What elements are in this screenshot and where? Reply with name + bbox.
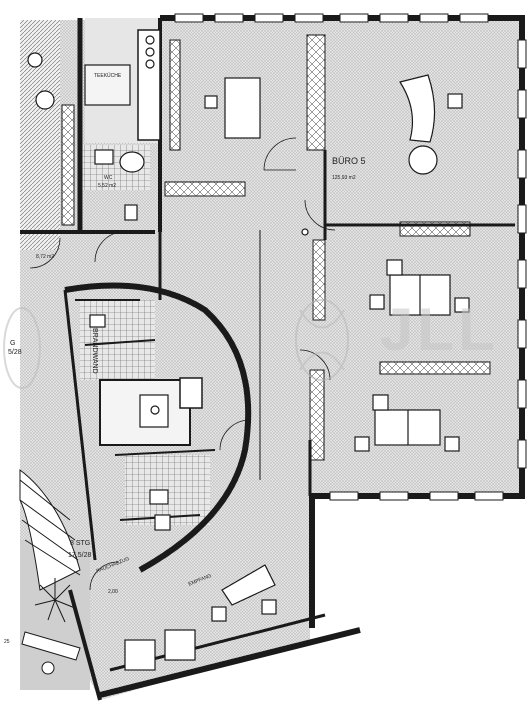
wc-label: WC <box>104 175 113 181</box>
watermark-logo <box>3 299 349 389</box>
plant-icon <box>34 578 76 623</box>
office-area: 125,93 m2 <box>332 175 356 181</box>
wc-area: 5,52 m2 <box>98 183 117 189</box>
watermark-text: JLL <box>380 296 499 363</box>
brandwand-label: BRANDWAND <box>91 328 98 374</box>
left-ratio-g: G <box>10 340 16 347</box>
door-height-label: 2,00 <box>108 589 118 595</box>
office-name: BÜRO 5 <box>332 156 366 166</box>
stair-label: 8 STG <box>70 540 91 547</box>
page-number: 25 <box>4 639 10 645</box>
furniture <box>27 35 470 671</box>
door-swings <box>29 137 336 591</box>
corridor-area: 8,72 m2 <box>36 254 55 260</box>
outer-walls <box>20 15 525 701</box>
spiral-stair <box>19 468 81 591</box>
lounge-chair <box>21 631 81 675</box>
left-ratio: 5/28 <box>8 349 22 356</box>
stair-ratio: 17,5/28 <box>68 552 92 559</box>
windows <box>174 13 527 501</box>
kitchen-name: TEEKÜCHE <box>94 73 122 79</box>
